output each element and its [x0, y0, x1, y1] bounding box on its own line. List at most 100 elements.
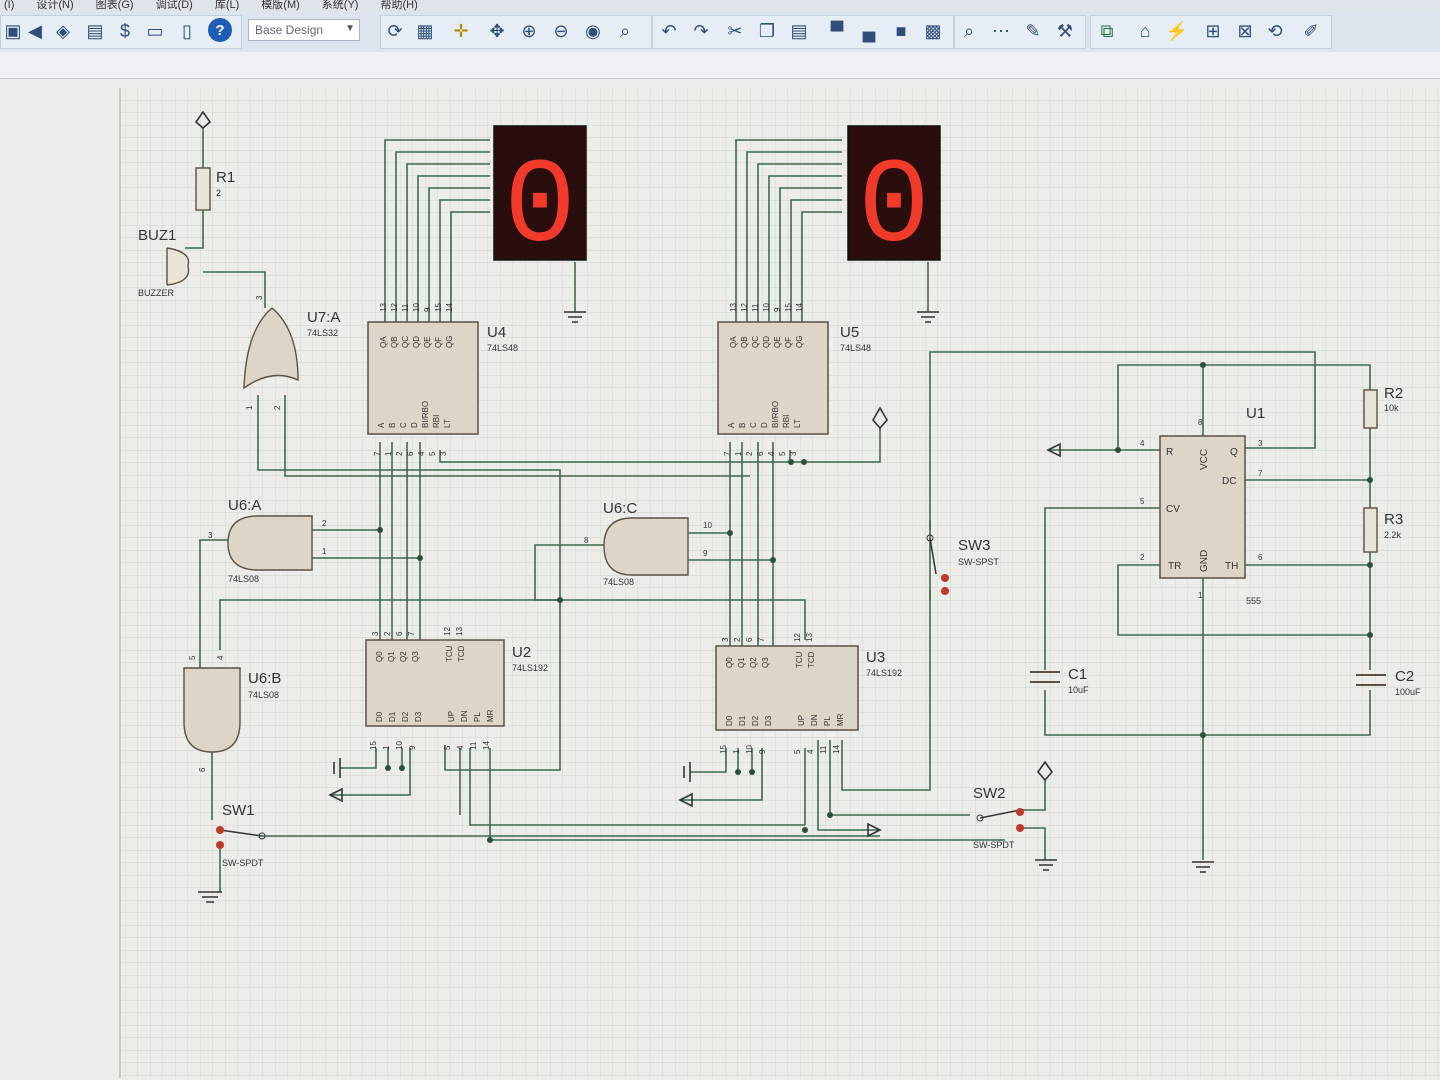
resistor-r1[interactable] — [195, 167, 211, 211]
back-icon[interactable]: ◀ — [28, 20, 42, 41]
svg-text:9: 9 — [703, 549, 708, 558]
search-tag-icon[interactable]: ⌂ — [1139, 20, 1151, 41]
zoom-area-icon[interactable]: ⌕ — [619, 20, 631, 41]
menu-item[interactable]: (I) — [4, 0, 15, 11]
paste-icon[interactable]: ▤ — [790, 20, 808, 41]
seven-segment-display-left[interactable]: 0 — [493, 125, 587, 277]
help-icon[interactable]: ? — [208, 18, 232, 42]
sub-toolbar — [0, 52, 1440, 79]
ground-icon — [198, 891, 222, 903]
chip-u4[interactable] — [367, 321, 479, 435]
resistor-r2[interactable] — [1363, 389, 1378, 429]
remove-sheet-icon[interactable]: ⊠ — [1237, 20, 1253, 41]
pin-number: 3 — [371, 631, 380, 636]
redo-icon[interactable]: ↷ — [693, 20, 709, 41]
u3-ref: U3 — [866, 649, 885, 666]
or-gate-u7a[interactable] — [243, 307, 299, 390]
resistor-r3[interactable] — [1363, 507, 1378, 553]
document-icon[interactable]: ▯ — [182, 20, 192, 41]
pin-label: QC — [401, 336, 410, 348]
zoom-all-icon[interactable]: ◉ — [585, 20, 601, 41]
block-rotate-icon[interactable]: ■ — [895, 20, 907, 41]
seven-segment-display-right[interactable]: 0 — [847, 125, 941, 277]
menu-help[interactable]: 帮助(H) — [380, 0, 418, 11]
property-tool-icon[interactable]: ⚡ — [1165, 20, 1189, 41]
pin-number: 5 — [428, 451, 437, 456]
and-gate-u6c[interactable] — [603, 517, 689, 576]
zoom-in-icon[interactable]: ⊕ — [521, 20, 537, 41]
pin-label: QG — [795, 336, 804, 348]
pin-number: 7 — [407, 631, 416, 636]
wire-autorouter-icon[interactable]: ⧉ — [1100, 20, 1114, 41]
pin-number: 2 — [395, 451, 404, 456]
pack-device-icon[interactable]: ✎ — [1025, 20, 1041, 41]
menu-library[interactable]: 库(L) — [214, 0, 240, 11]
capacitor-c2[interactable] — [1356, 674, 1386, 686]
bom-icon[interactable]: ▭ — [146, 20, 164, 41]
block-copy-icon[interactable]: ▀ — [830, 20, 844, 41]
svg-text:1: 1 — [322, 547, 327, 556]
netlist-icon[interactable]: ✐ — [1303, 20, 1319, 41]
block-move-icon[interactable]: ▄ — [862, 20, 876, 41]
and-gate-u6b[interactable] — [183, 667, 241, 753]
menu-design[interactable]: 设计(N) — [36, 0, 74, 11]
new-icon[interactable]: ▣ — [4, 20, 22, 41]
pan-icon[interactable]: ✥ — [489, 20, 505, 41]
cut-icon[interactable]: ✂ — [727, 20, 743, 41]
toolbar-group-file — [0, 15, 242, 49]
svg-text:4: 4 — [216, 655, 225, 660]
grid-icon[interactable]: ▦ — [416, 20, 434, 41]
pin-number: 10 — [395, 741, 404, 750]
pin-number: 9 — [408, 745, 417, 750]
buzzer-buz1[interactable] — [166, 247, 190, 286]
schematic-canvas[interactable]: R1 2 BUZ1 BUZZER U7:A 74LS32 3 1 2 U6:A … — [0, 79, 1440, 1080]
u6c-value: 74LS08 — [603, 577, 634, 587]
junctions — [377, 362, 1373, 843]
schematic-drawing: R1 2 BUZ1 BUZZER U7:A 74LS32 3 1 2 U6:A … — [0, 79, 1440, 1080]
pin-label: Q0 — [375, 651, 384, 662]
switch-sw1[interactable] — [216, 826, 266, 849]
svg-text:8: 8 — [1198, 418, 1203, 427]
pin-number: 4 — [417, 451, 426, 456]
chip-u5[interactable] — [717, 321, 829, 435]
pin-label: MR — [486, 709, 495, 722]
u6b-ref: U6:B — [248, 670, 281, 687]
menu-graph[interactable]: 图表(G) — [95, 0, 134, 11]
r3-ref: R3 — [1384, 511, 1403, 528]
menu-debug[interactable]: 调试(D) — [155, 0, 193, 11]
library-icon[interactable]: ◈ — [56, 20, 70, 41]
right-digit: 0 — [858, 141, 930, 277]
and-gate-u6a[interactable] — [227, 515, 313, 571]
copy-icon[interactable]: ❐ — [758, 20, 776, 41]
pin-number: 2 — [383, 631, 392, 636]
switch-sw3[interactable] — [926, 534, 949, 595]
c1-ref: C1 — [1068, 666, 1087, 683]
pin-number: 12 — [793, 633, 802, 642]
pick-device-icon[interactable]: ⌕ — [963, 20, 975, 41]
origin-icon[interactable]: ✛ — [453, 20, 469, 41]
design-combo[interactable]: Base Design ▼ — [248, 19, 360, 41]
cost-icon[interactable]: $ — [119, 20, 130, 41]
chip-u1-555[interactable]: R Q DC CV TR TH VCC GND 4 3 7 5 2 6 8 1 — [1140, 418, 1263, 600]
zoom-out-icon[interactable]: ⊖ — [553, 20, 569, 41]
sw3-ref: SW3 — [958, 537, 991, 554]
book-icon[interactable]: ▤ — [86, 20, 104, 41]
undo-icon[interactable]: ↶ — [661, 20, 677, 41]
pin-label: QD — [412, 336, 421, 348]
ground-icon — [333, 758, 341, 778]
capacitor-c1[interactable] — [1030, 671, 1060, 683]
pin-number: 3 — [789, 451, 798, 456]
u5-ref: U5 — [840, 324, 859, 341]
goto-sheet-icon[interactable]: ⟲ — [1267, 20, 1283, 41]
svg-text:7: 7 — [1258, 469, 1263, 478]
refresh-icon[interactable]: ⟳ — [387, 20, 403, 41]
make-device-icon[interactable]: ⋯ — [992, 20, 1010, 41]
chip-u3[interactable] — [715, 645, 859, 731]
block-delete-icon[interactable]: ▩ — [924, 20, 942, 41]
decompose-icon[interactable]: ⚒ — [1056, 20, 1074, 41]
switch-sw2[interactable] — [976, 808, 1024, 832]
menu-template[interactable]: 模版(M) — [261, 0, 300, 11]
menu-system[interactable]: 系统(Y) — [321, 0, 359, 11]
new-sheet-icon[interactable]: ⊞ — [1205, 20, 1221, 41]
chip-u2[interactable] — [365, 639, 505, 727]
